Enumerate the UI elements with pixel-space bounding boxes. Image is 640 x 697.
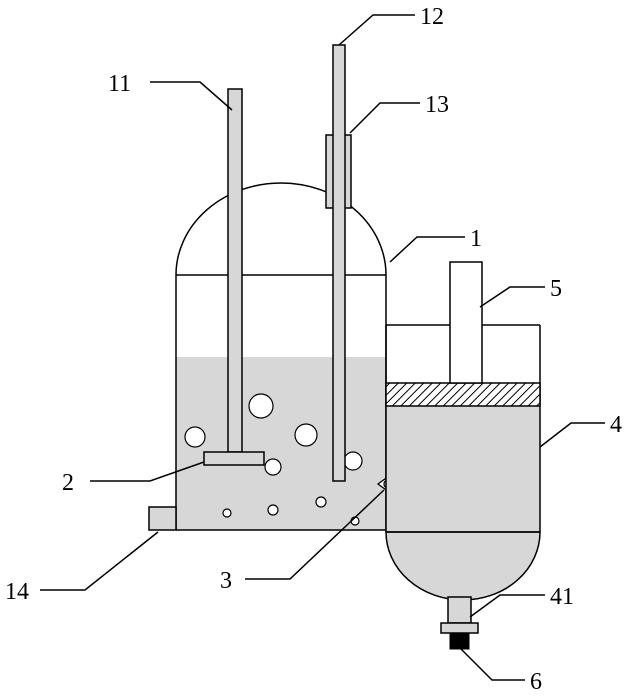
- label-4: 4: [610, 412, 622, 438]
- label-41: 41: [550, 584, 574, 610]
- part-labels: 11 12 13 1 5 4 2 3 14 41 6: [5, 4, 622, 695]
- outlet-neck: [447, 596, 472, 624]
- leader-5: [479, 286, 545, 308]
- bubble: [343, 451, 363, 471]
- bubble: [315, 496, 327, 508]
- label-11: 11: [108, 71, 131, 97]
- filter-layer: [385, 382, 541, 407]
- bubble: [248, 393, 274, 419]
- label-14: 14: [5, 579, 29, 605]
- leader-4: [539, 422, 605, 448]
- gas-bubbles: [184, 393, 363, 526]
- bubble: [294, 423, 318, 447]
- filter-hopper: [385, 531, 541, 601]
- gas-diffuser: [203, 451, 265, 466]
- label-6: 6: [530, 669, 542, 695]
- leader-2: [90, 461, 205, 482]
- long-tube: [332, 44, 346, 482]
- label-12: 12: [420, 4, 444, 30]
- filter-vessel: [385, 324, 541, 601]
- vessel-liquid: [176, 357, 386, 530]
- drain-outlet: [440, 596, 479, 650]
- leader-6: [460, 648, 525, 681]
- label-3: 3: [220, 568, 232, 594]
- bottom-port: [148, 506, 177, 531]
- gas-inlet-tube: [203, 88, 265, 466]
- filter-liquid: [386, 406, 540, 532]
- leader-12: [338, 14, 415, 46]
- leader-1: [389, 236, 465, 263]
- outlet-tubes: [325, 44, 352, 482]
- label-2: 2: [62, 470, 74, 496]
- label-1: 1: [470, 226, 482, 252]
- leader-lines: [40, 14, 605, 681]
- label-13: 13: [425, 92, 449, 118]
- reaction-vessel: [175, 182, 387, 531]
- press-rod: [449, 261, 483, 384]
- bubble: [184, 426, 206, 448]
- vessel-dome: [175, 182, 387, 276]
- bubble: [222, 508, 232, 518]
- leader-14: [40, 531, 159, 591]
- leader-41: [469, 594, 545, 618]
- label-5: 5: [550, 276, 562, 302]
- leader-3: [245, 489, 385, 580]
- inlet-tube: [227, 88, 243, 453]
- outlet-cap: [449, 632, 470, 650]
- leader-13: [349, 102, 420, 134]
- leader-11: [150, 81, 233, 111]
- bubble: [267, 504, 279, 516]
- outlet-flange: [440, 622, 479, 634]
- bubble: [264, 458, 282, 476]
